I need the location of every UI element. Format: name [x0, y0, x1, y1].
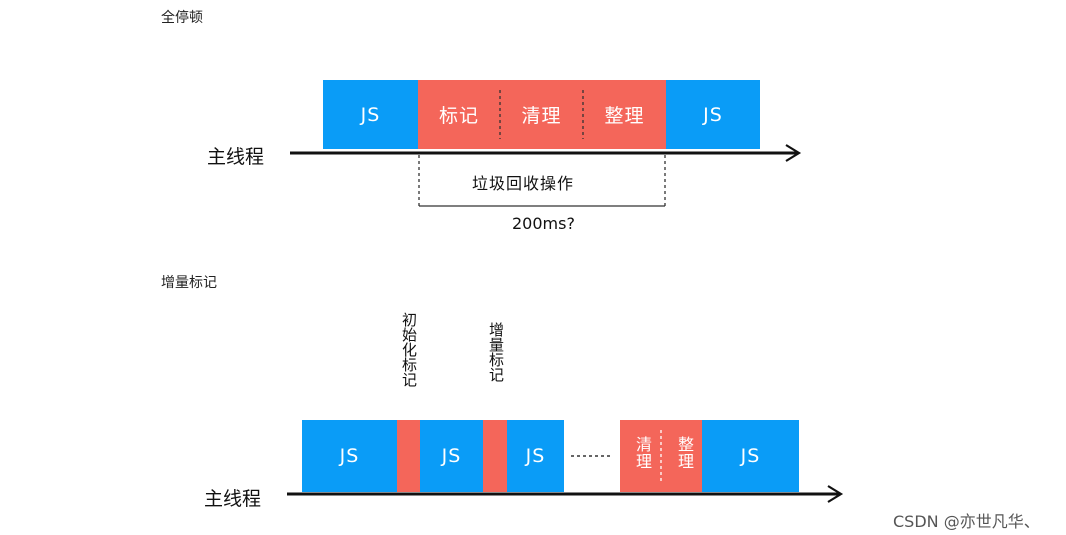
main-thread-label: 主线程 [204, 488, 262, 510]
compact-label: 整理 [675, 436, 694, 470]
js-label: JS [339, 445, 360, 467]
js-block: JS [702, 420, 799, 492]
js-label: JS [703, 103, 723, 126]
section-title-incremental-mark: 增量标记 [161, 275, 217, 291]
js-label: JS [740, 445, 761, 467]
js-block: JS [507, 420, 564, 492]
gc-operation-label: 垃圾回收操作 [472, 174, 575, 193]
js-label: JS [441, 445, 462, 467]
gc-mark-block: 标记 [418, 80, 500, 149]
gc-compact-block: 整理 [583, 80, 666, 149]
compact-label: 整理 [604, 105, 645, 127]
js-label: JS [360, 103, 381, 126]
watermark: CSDN @亦世凡华、 [893, 512, 1040, 531]
js-block: JS [323, 80, 418, 149]
arrow-head [785, 144, 802, 162]
duration-label: 200ms? [512, 214, 575, 233]
clean-label: 清理 [633, 436, 652, 470]
js-block: JS [666, 80, 760, 149]
js-label: JS [525, 445, 546, 467]
js-block: JS [420, 420, 483, 492]
mark-label: 标记 [438, 105, 479, 127]
js-block: JS [302, 420, 397, 492]
incremental-mark-annotation: 增量标记 [487, 322, 505, 382]
incremental-mark-block [483, 420, 507, 492]
initial-mark-block [397, 420, 420, 492]
arrow-head [827, 485, 844, 503]
gc-clean-block: 清理 [500, 80, 583, 149]
section-title-full-pause: 全停顿 [161, 10, 203, 26]
initial-mark-annotation: 初始化标记 [400, 312, 418, 387]
main-thread-label: 主线程 [207, 146, 265, 168]
clean-label: 清理 [521, 105, 562, 127]
